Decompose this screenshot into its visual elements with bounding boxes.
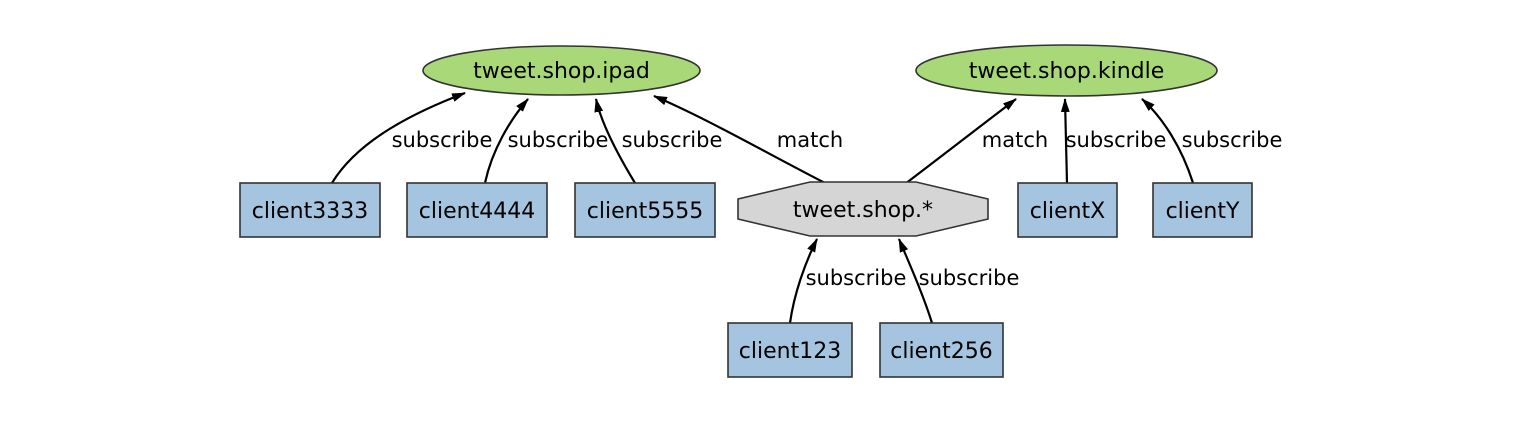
edge-client123-to-wildcard <box>788 238 818 324</box>
edge-label-subscribe-client3333: subscribe <box>392 128 493 152</box>
client-node-client3333 <box>239 182 381 238</box>
edge-wildcard-to-kindle <box>904 98 1017 185</box>
client-node-clientY <box>1152 182 1253 238</box>
topic-node-kindle <box>915 44 1218 97</box>
client-label-client5555: client5555 <box>587 199 703 224</box>
edge-client3333-to-ipad <box>331 91 466 184</box>
client-label-client3333: client3333 <box>252 199 368 224</box>
client-node-client5555 <box>574 182 716 238</box>
client-node-client256 <box>879 322 1004 378</box>
edge-label-subscribe-clientY: subscribe <box>1182 128 1283 152</box>
edge-client5555-to-ipad <box>594 98 636 184</box>
edge-clientX-to-kindle <box>1060 98 1070 184</box>
edge-label-match-ipad: match <box>777 128 843 152</box>
wildcard-topic-node <box>737 181 989 237</box>
client-node-clientX <box>1017 182 1118 238</box>
topic-label-ipad: tweet.shop.ipad <box>473 59 650 84</box>
edge-label-match-kindle: match <box>982 128 1048 152</box>
wildcard-topic-label: tweet.shop.* <box>793 198 933 223</box>
edge-clientY-to-kindle <box>1141 98 1195 184</box>
edge-label-subscribe-clientX: subscribe <box>1066 128 1167 152</box>
client-label-clientX: clientX <box>1030 199 1106 224</box>
client-node-client4444 <box>406 182 548 238</box>
client-label-client4444: client4444 <box>419 199 535 224</box>
topic-label-kindle: tweet.shop.kindle <box>969 59 1165 84</box>
topic-node-ipad <box>422 45 701 96</box>
edge-label-subscribe-client256: subscribe <box>919 266 1020 290</box>
client-label-client123: client123 <box>739 339 841 364</box>
edge-label-subscribe-client4444: subscribe <box>508 128 609 152</box>
client-label-client256: client256 <box>890 339 992 364</box>
edge-client4444-to-ipad <box>483 98 529 184</box>
client-node-client123 <box>727 322 853 378</box>
edge-wildcard-to-ipad <box>653 94 828 185</box>
edge-label-subscribe-client123: subscribe <box>806 266 907 290</box>
edge-client256-to-wildcard <box>897 238 934 324</box>
client-label-clientY: clientY <box>1166 199 1240 224</box>
edge-label-subscribe-client5555: subscribe <box>622 128 723 152</box>
